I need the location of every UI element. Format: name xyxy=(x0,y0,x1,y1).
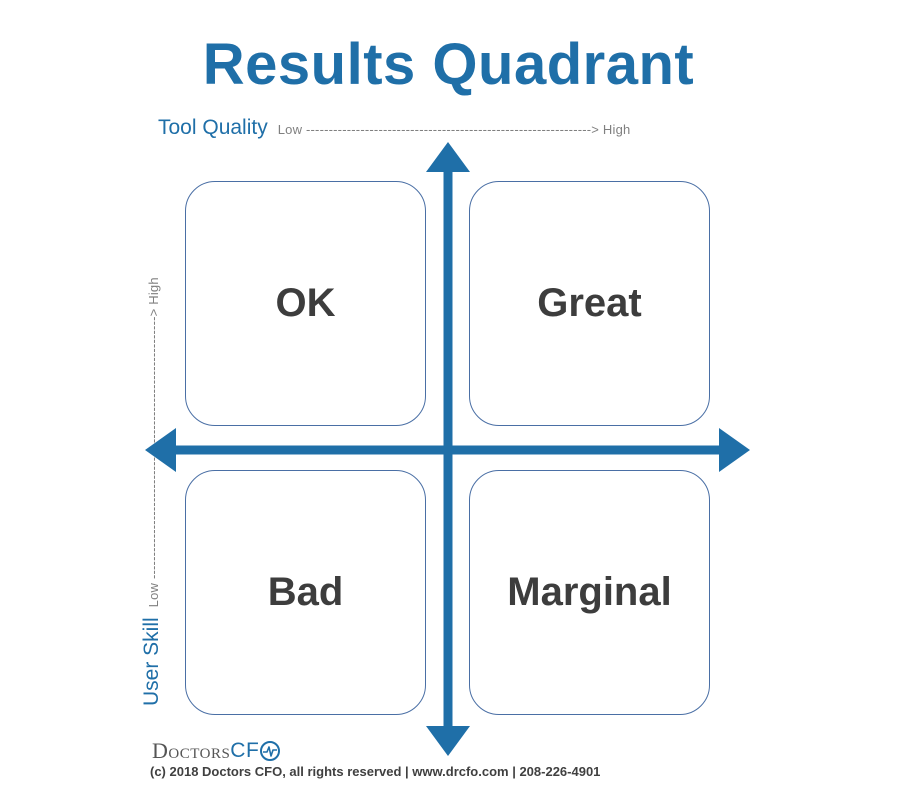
x-axis-label: Tool Quality Low -----------------------… xyxy=(158,116,630,146)
quadrant-bottom-right: Marginal xyxy=(469,470,710,715)
quadrant-label-great: Great xyxy=(537,281,642,325)
quadrant-label-bad: Bad xyxy=(267,570,344,614)
footer-copyright: (c) 2018 Doctors CFO, all rights reserve… xyxy=(150,764,601,779)
quadrant-top-right: Great xyxy=(469,181,710,426)
horizontal-axis-arrow-left xyxy=(145,428,176,472)
heartbeat-icon xyxy=(260,741,281,761)
quadrant-label-marginal: Marginal xyxy=(507,570,672,614)
horizontal-axis-arrow-right xyxy=(719,428,750,472)
logo-text-doctors: Doctors xyxy=(152,738,231,763)
logo: Doctors CF xyxy=(152,738,281,764)
x-axis-name: Tool Quality xyxy=(158,116,268,139)
quadrant-label-ok: OK xyxy=(275,281,336,325)
vertical-axis-arrow-down xyxy=(426,726,470,756)
quadrant-top-left: OK xyxy=(185,181,426,426)
vertical-axis-arrow-up xyxy=(426,142,470,172)
x-axis-scale: Low ------------------------------------… xyxy=(277,122,631,137)
logo-text-cfo: CF xyxy=(230,739,260,762)
page-title: Results Quadrant xyxy=(202,32,695,97)
quadrant-bottom-left: Bad xyxy=(185,470,426,715)
